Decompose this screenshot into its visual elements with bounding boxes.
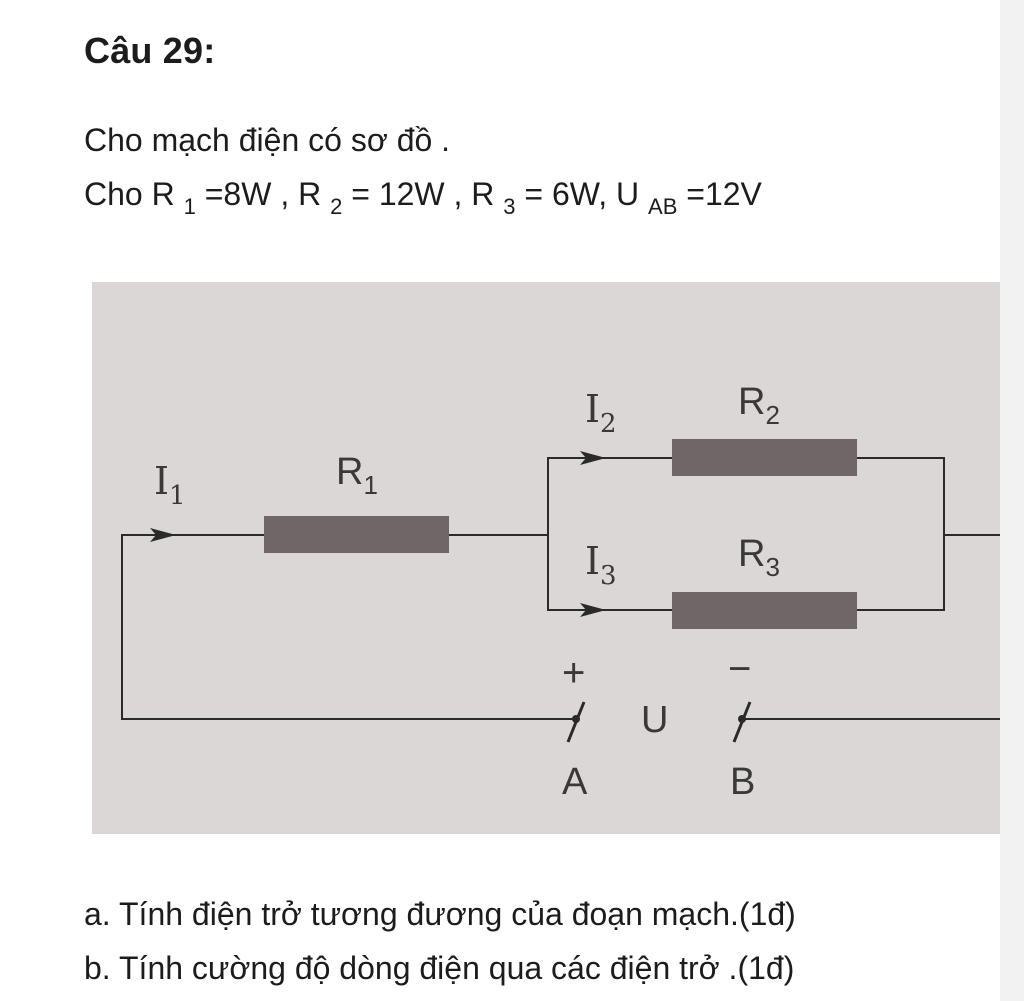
resistor-r2 — [672, 439, 857, 476]
label-r1: R1 — [336, 451, 378, 500]
resistor-r3 — [672, 592, 857, 629]
label-i1: I1 — [154, 459, 186, 511]
givens-prefix: Cho — [84, 176, 152, 212]
question-part-a: a. Tính điện trở tương đương của đoạn mạ… — [84, 896, 796, 932]
circuit-wires — [121, 457, 1000, 720]
givens-r1-symbol: R — [151, 176, 184, 212]
circuit-svg: I1 R1 I2 R2 I3 R3 + − U A B — [121, 381, 1000, 803]
givens-r3-symbol: R — [471, 176, 504, 212]
label-b: B — [730, 761, 755, 803]
resistor-r1 — [264, 516, 449, 553]
givens-u-value: =12V — [677, 176, 762, 212]
label-u: U — [641, 699, 668, 741]
label-minus: − — [728, 647, 751, 691]
terminal-b-dot — [738, 715, 746, 723]
label-plus: + — [562, 651, 585, 695]
givens-u-sub: AB — [648, 194, 678, 219]
label-i3: I3 — [585, 539, 617, 591]
givens-r2-symbol: R — [298, 176, 331, 212]
wire-right-branch — [857, 457, 945, 611]
givens-r2-value: = 12W , — [342, 176, 472, 212]
circuit-labels: I1 R1 I2 R2 I3 R3 + − U A B — [154, 381, 780, 803]
question-part-b: b. Tính cường độ dòng điện qua các điện … — [84, 950, 795, 986]
arrow-i1 — [150, 528, 176, 542]
givens-u-symbol: U — [616, 176, 649, 212]
question-givens: Cho R 1 =8W , R 2 = 12W , R 3 = 6W, U AB… — [84, 176, 762, 218]
givens-r1-value: =8W , — [195, 176, 299, 212]
arrow-i2 — [580, 451, 606, 465]
givens-r3-sub: 3 — [503, 194, 516, 219]
wire-main-loop — [121, 534, 575, 720]
circuit-diagram: I1 R1 I2 R2 I3 R3 + − U A B — [92, 282, 1000, 834]
label-r3: R3 — [738, 533, 780, 582]
label-r2: R2 — [738, 381, 780, 430]
givens-r2-sub: 2 — [330, 194, 343, 219]
arrow-i3 — [580, 603, 606, 617]
givens-r3-value: = 6W, — [515, 176, 617, 212]
question-intro: Cho mạch điện có sơ đồ . — [84, 122, 451, 158]
label-a: A — [562, 761, 588, 803]
label-i2: I2 — [585, 387, 617, 439]
wire-left-branch — [547, 457, 672, 611]
terminal-a-dot — [572, 715, 580, 723]
right-edge-strip — [1000, 0, 1024, 1001]
givens-r1-sub: 1 — [183, 194, 196, 219]
question-title: Câu 29: — [84, 30, 216, 71]
